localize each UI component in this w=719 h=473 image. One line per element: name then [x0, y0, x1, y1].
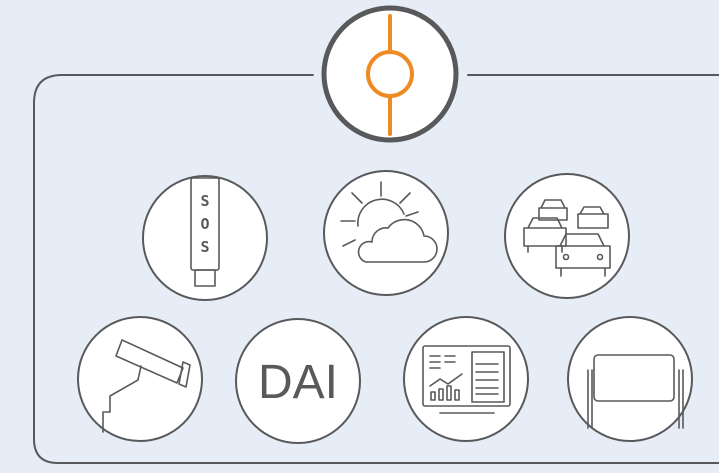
sos-letter-1: S: [200, 192, 209, 210]
sun-cloud-weather-icon: [323, 170, 449, 296]
dai-label: DAI: [258, 356, 338, 409]
dai-text-icon: DAI: [235, 318, 361, 444]
frame-outline: [33, 74, 719, 464]
sos-letter-3: S: [200, 238, 209, 256]
sos-column-icon: S O S: [142, 175, 268, 301]
cctv-camera-icon: [77, 316, 203, 442]
traffic-cars-icon: [504, 173, 630, 299]
dashboard-screen-icon: [403, 316, 529, 442]
sos-letter-2: O: [200, 215, 209, 233]
message-sign-board-icon: [567, 316, 693, 442]
orange-commit-node-icon: [321, 5, 459, 143]
